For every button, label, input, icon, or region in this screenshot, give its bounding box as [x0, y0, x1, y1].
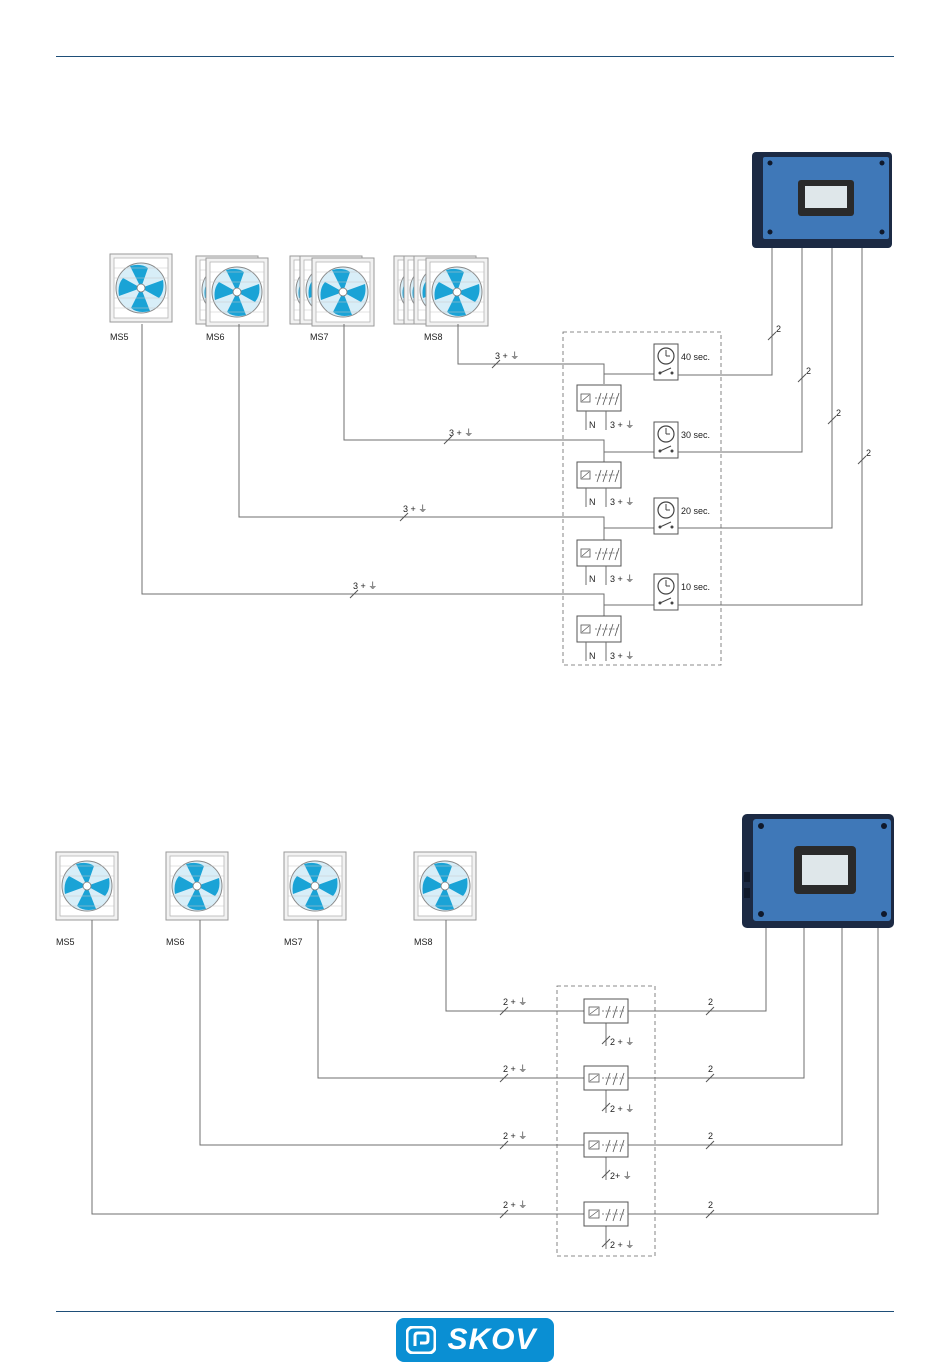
controller2-cable-label-d: 2 — [708, 1200, 713, 1210]
controller2-cable-label-c: 2 — [708, 1131, 713, 1141]
relay-1a — [577, 385, 621, 411]
relay-neutral-1a: N — [589, 420, 596, 430]
fan-label-ms8: MS8 — [424, 332, 443, 342]
controller-1 — [752, 152, 892, 248]
skov-logo-mark-icon — [406, 1326, 436, 1354]
controller-cable-label-1b: 2 — [806, 366, 811, 376]
relay-2a — [584, 999, 628, 1023]
fan-ms8 — [394, 256, 488, 326]
relay-1d — [577, 616, 621, 642]
controller-cable-label-1a: 2 — [776, 324, 781, 334]
relay-2b — [584, 1066, 628, 1090]
controller-cable-label-1c: 2 — [836, 408, 841, 418]
fan2-ms8 — [414, 852, 476, 920]
relay-output-1b: 3 + ⏚ — [610, 497, 634, 507]
relay2-output-b: 2 + ⏚ — [610, 1104, 634, 1114]
cable2-label-ms6: 2 + ⏚ — [503, 1131, 527, 1141]
relay-1c — [577, 540, 621, 566]
relay-neutral-1c: N — [589, 574, 596, 584]
controller-cable-ticks-1 — [768, 332, 866, 464]
fan2-ms6 — [166, 852, 228, 920]
cable2-label-ms7: 2 + ⏚ — [503, 1064, 527, 1074]
fan2-ms5 — [56, 852, 118, 920]
fan2-label-ms5: MS5 — [56, 937, 75, 947]
fan-ms7 — [290, 256, 374, 326]
relay-2d — [584, 1202, 628, 1226]
relay-panel-1 — [563, 332, 721, 665]
fan-label-ms6: MS6 — [206, 332, 225, 342]
relay-2c — [584, 1133, 628, 1157]
fan2-label-ms8: MS8 — [414, 937, 433, 947]
timer-label-40: 40 sec. — [681, 352, 710, 362]
controller-cable-label-1d: 2 — [866, 448, 871, 458]
fan-label-ms7: MS7 — [310, 332, 329, 342]
timer-30 — [654, 422, 678, 458]
relay-output-1a: 3 + ⏚ — [610, 420, 634, 430]
timer-20 — [654, 498, 678, 534]
wire-ticks-1 — [350, 360, 500, 598]
relay-1b — [577, 462, 621, 488]
relay-neutral-1b: N — [589, 497, 596, 507]
skov-logo: SKOV — [396, 1318, 554, 1362]
diagram-2: MS5 MS6 MS7 MS8 — [56, 814, 894, 1256]
cable-label-ms5: 3 + ⏚ — [353, 581, 377, 591]
cable-label-ms8: 3 + ⏚ — [495, 351, 519, 361]
timer-10 — [654, 574, 678, 610]
cable-label-ms6: 3 + ⏚ — [403, 504, 427, 514]
controller-2 — [742, 814, 894, 928]
timer-label-30: 30 sec. — [681, 430, 710, 440]
fan-ms5 — [110, 254, 172, 322]
relay-output-1c: 3 + ⏚ — [610, 574, 634, 584]
controller2-cable-label-b: 2 — [708, 1064, 713, 1074]
fan2-label-ms6: MS6 — [166, 937, 185, 947]
cable2-label-ms8: 2 + ⏚ — [503, 997, 527, 1007]
relay2-output-a: 2 + ⏚ — [610, 1037, 634, 1047]
timer-label-20: 20 sec. — [681, 506, 710, 516]
logo-text: SKOV — [447, 1323, 536, 1357]
fan-label-ms5: MS5 — [110, 332, 129, 342]
cable2-label-ms5: 2 + ⏚ — [503, 1200, 527, 1210]
fan2-label-ms7: MS7 — [284, 937, 303, 947]
controller2-cable-label-a: 2 — [708, 997, 713, 1007]
relay-neutral-1d: N — [589, 651, 596, 661]
diagram-1: MS5 MS6 MS7 MS8 — [110, 152, 892, 665]
relay-output-1d: 3 + ⏚ — [610, 651, 634, 661]
relay2-output-c: 2+ ⏚ — [610, 1171, 632, 1181]
timer-label-10: 10 sec. — [681, 582, 710, 592]
fan2-ms7 — [284, 852, 346, 920]
relay2-output-d: 2 + ⏚ — [610, 1240, 634, 1250]
controller-cables-1 — [678, 248, 862, 605]
fan-wires-2 — [92, 920, 878, 1249]
fan-ms6 — [196, 256, 268, 326]
timer-40 — [654, 344, 678, 380]
cable-label-ms7: 3 + ⏚ — [449, 428, 473, 438]
